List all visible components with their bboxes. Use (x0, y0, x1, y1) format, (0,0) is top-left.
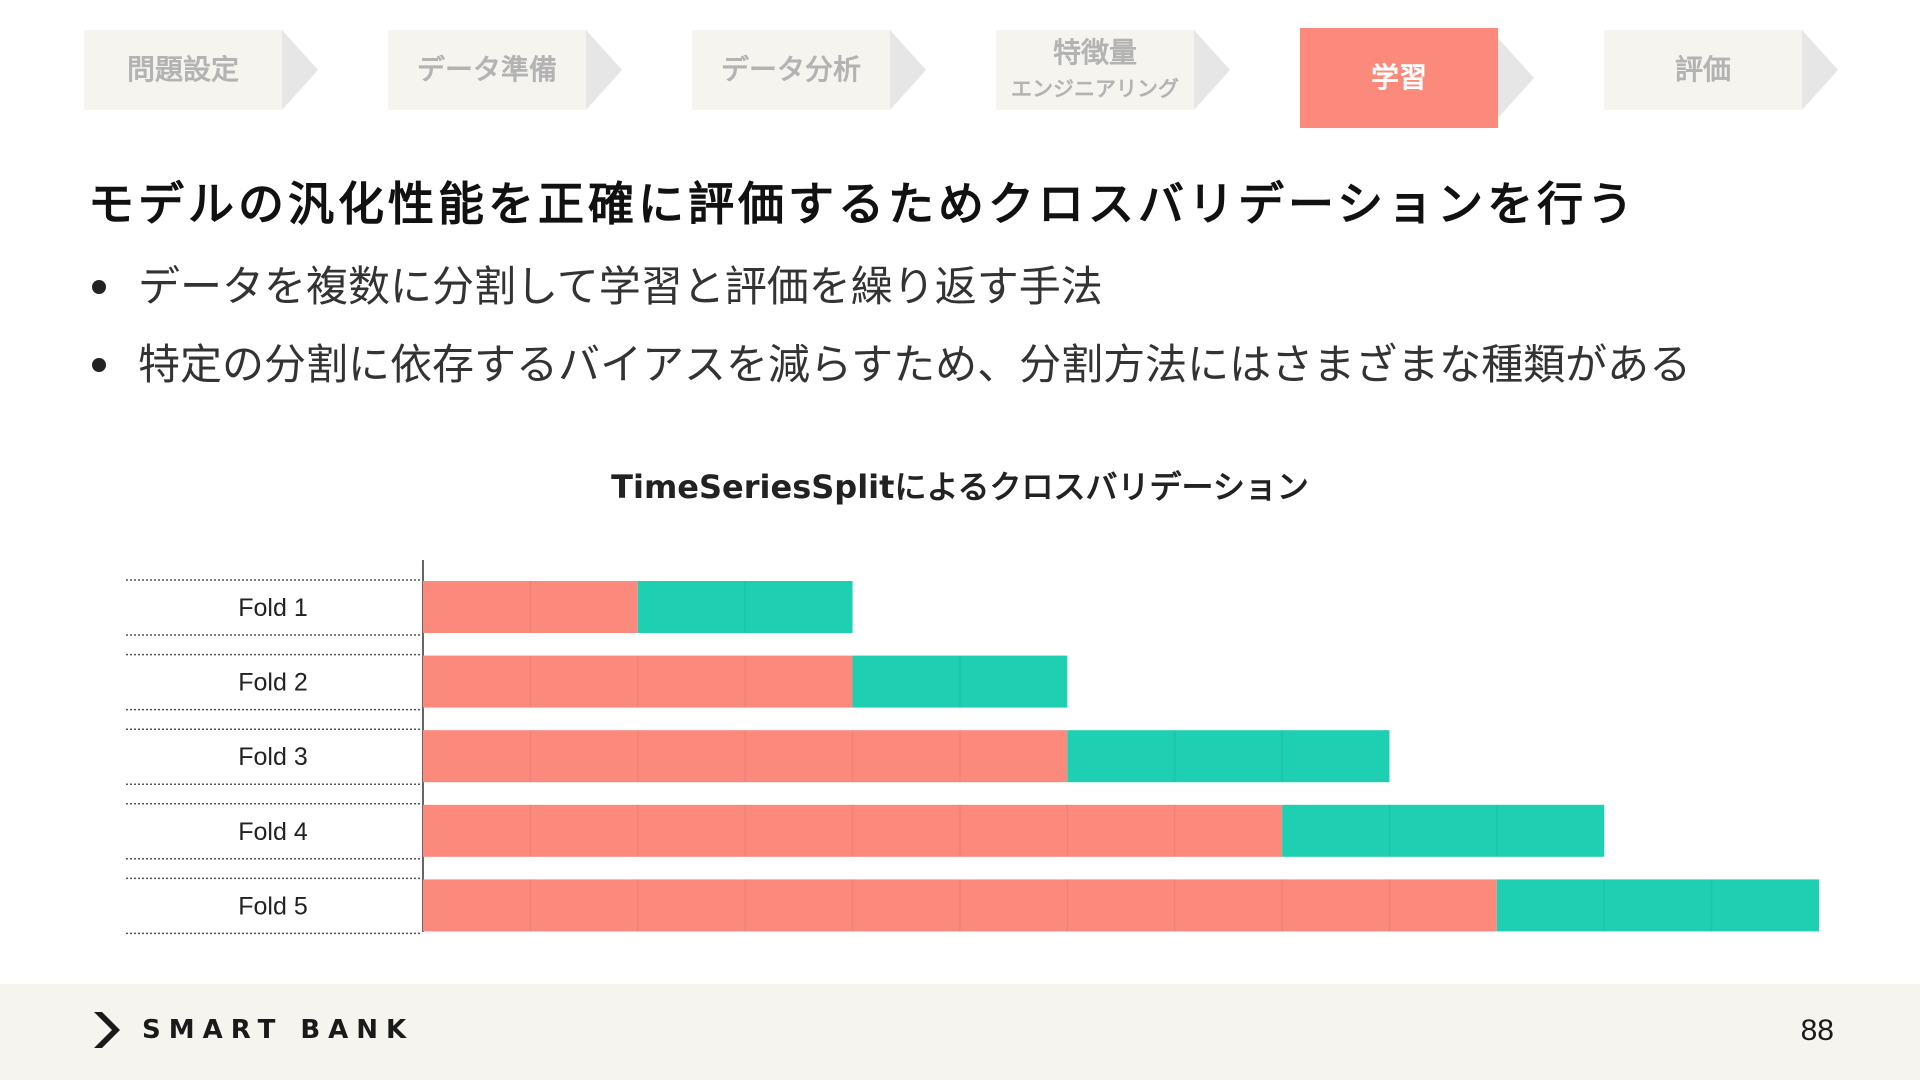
step-label: 特徴量 (1052, 35, 1137, 69)
smartbank-logo-icon (94, 1012, 120, 1048)
step-arrow-icon (890, 30, 926, 110)
step-label: 問題設定 (126, 52, 239, 86)
brand-logo: SMART BANK (90, 1010, 414, 1050)
page-number: 88 (1800, 1014, 1834, 1047)
train-bar (423, 804, 1283, 857)
bullet-dot-icon (92, 358, 106, 372)
step-arrow-icon (1194, 30, 1230, 110)
step-training: 学習 (1300, 28, 1534, 128)
test-bar (1067, 730, 1390, 783)
bullet-list: データを複数に分割して学習と評価を繰り返す手法 特定の分割に依存するバイアスを減… (88, 256, 1691, 412)
cv-split-chart: Fold 1 Fold 2 Fold 3 Fold 4 Fold 5 (126, 560, 1819, 935)
slide-heading: モデルの汎化性能を正確に評価するためクロスバリデーションを行う (88, 177, 1638, 231)
step-label: 評価 (1674, 52, 1731, 86)
brand-name: SMART BANK (142, 1015, 415, 1045)
process-steps: 問題設定 データ準備 データ分析 特徴量 エンジニアリング 学習 評価 (84, 26, 1844, 130)
train-bar (423, 879, 1497, 932)
step-arrow-icon (1802, 30, 1838, 110)
fold-label: Fold 3 (238, 743, 307, 771)
step-feature-engineering: 特徴量 エンジニアリング (996, 30, 1230, 110)
step-label: データ準備 (416, 52, 557, 86)
train-bar (423, 655, 853, 708)
train-bar (423, 581, 638, 633)
test-bar (637, 581, 853, 633)
fold-label: Fold 1 (238, 594, 307, 622)
step-evaluation: 評価 (1604, 30, 1838, 110)
bullet-item: 特定の分割に依存するバイアスを減らすため、分割方法にはさまざまな種類がある (88, 334, 1691, 412)
step-arrow-icon (586, 30, 622, 110)
test-bar (1282, 804, 1605, 857)
step-arrow-icon (282, 30, 318, 110)
step-problem-setting: 問題設定 (84, 30, 318, 110)
step-data-analysis: データ分析 (692, 30, 926, 110)
chart-title: TimeSeriesSplitによるクロスバリデーション (611, 468, 1309, 506)
fold-label: Fold 2 (238, 669, 307, 697)
test-bar (1496, 879, 1819, 932)
bullet-item: データを複数に分割して学習と評価を繰り返す手法 (88, 256, 1691, 334)
bullet-text: データを複数に分割して学習と評価を繰り返す手法 (138, 262, 1103, 311)
step-sublabel: エンジニアリング (1011, 77, 1179, 102)
bullet-text: 特定の分割に依存するバイアスを減らすため、分割方法にはさまざまな種類がある (138, 340, 1692, 389)
step-label: 学習 (1370, 60, 1427, 94)
bullet-dot-icon (92, 280, 106, 294)
train-bar (423, 730, 1068, 783)
step-data-preparation: データ準備 (388, 30, 622, 110)
step-label: データ分析 (720, 52, 861, 86)
footer: SMART BANK 88 (0, 984, 1920, 1080)
step-arrow-icon (1498, 38, 1534, 118)
test-bar (852, 655, 1068, 708)
fold-label: Fold 4 (238, 818, 308, 846)
fold-label: Fold 5 (238, 892, 307, 920)
